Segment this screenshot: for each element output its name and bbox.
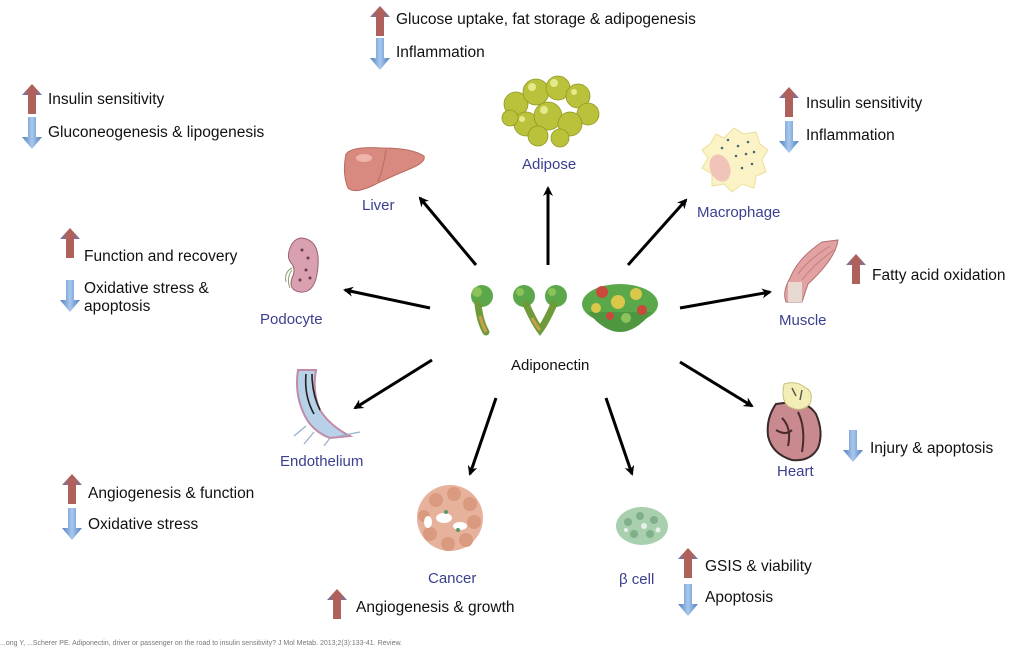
up-arrow-icon bbox=[846, 254, 866, 284]
trimer-icon bbox=[513, 285, 567, 336]
hmw-complex-icon bbox=[582, 284, 658, 332]
podocyte-label: Podocyte bbox=[260, 311, 323, 328]
macrophage-icon bbox=[701, 127, 769, 193]
macrophage-up-effect: Insulin sensitivity bbox=[806, 95, 923, 112]
kidney-podocyte-icon bbox=[285, 237, 319, 293]
arrow-to-beta-cell bbox=[604, 397, 635, 476]
arrow-to-heart bbox=[679, 360, 754, 408]
up-arrow-icon bbox=[60, 228, 80, 258]
down-arrow-icon bbox=[843, 430, 863, 462]
adipose-cells-icon bbox=[501, 75, 600, 148]
cancer-cell-cluster-icon bbox=[417, 485, 483, 551]
up-arrow-icon bbox=[370, 6, 390, 36]
up-arrow-icon bbox=[327, 589, 347, 619]
down-arrow-icon bbox=[779, 121, 799, 153]
beta-cell-label: β cell bbox=[619, 571, 655, 588]
arrow-to-cancer bbox=[467, 397, 498, 476]
arrow-to-liver bbox=[418, 196, 478, 266]
liver-up-effect: Insulin sensitivity bbox=[48, 91, 165, 108]
up-arrow-icon bbox=[22, 84, 42, 114]
beta-cell-up-effect: GSIS & viability bbox=[705, 558, 812, 575]
up-arrow-icon bbox=[678, 548, 698, 578]
arrow-to-macrophage bbox=[626, 198, 688, 266]
podocyte-down-effect: Oxidative stress & apoptosis bbox=[84, 280, 209, 315]
endothelium-vessel-icon bbox=[293, 369, 361, 446]
muscle-icon bbox=[784, 239, 839, 303]
adipose-down-effect: Inflammation bbox=[396, 44, 485, 61]
adiponectin-structures-icon bbox=[471, 284, 658, 336]
macrophage-label: Macrophage bbox=[697, 204, 781, 221]
arrow-to-endothelium bbox=[353, 358, 433, 410]
heart-icon bbox=[766, 382, 822, 462]
endothelium-up-effect: Angiogenesis & function bbox=[88, 485, 255, 502]
muscle-up-effect: Fatty acid oxidation bbox=[872, 267, 1006, 284]
podocyte-up-effect: Function and recovery bbox=[84, 248, 238, 265]
adipose-up-effect: Glucose uptake, fat storage & adipogenes… bbox=[396, 11, 696, 28]
arrow-to-podocyte bbox=[343, 286, 431, 310]
cancer-label: Cancer bbox=[428, 570, 477, 587]
down-arrow-icon bbox=[678, 584, 698, 616]
beta-cell-down-effect: Apoptosis bbox=[705, 589, 774, 606]
liver-down-effect: Gluconeogenesis & lipogenesis bbox=[48, 124, 265, 141]
muscle-label: Muscle bbox=[779, 312, 827, 329]
adipose-label: Adipose bbox=[522, 156, 577, 173]
endothelium-down-effect: Oxidative stress bbox=[88, 516, 199, 533]
endothelium-label: Endothelium bbox=[280, 453, 364, 470]
up-arrow-icon bbox=[779, 87, 799, 117]
liver-icon bbox=[343, 147, 425, 192]
macrophage-down-effect: Inflammation bbox=[806, 127, 895, 144]
monomer-icon bbox=[471, 285, 493, 336]
down-arrow-icon bbox=[62, 508, 82, 540]
beta-cell-islet-icon bbox=[616, 507, 668, 545]
adiponectin-label: Adiponectin bbox=[511, 357, 590, 374]
heart-label: Heart bbox=[777, 463, 814, 480]
arrow-to-muscle bbox=[679, 288, 772, 310]
down-arrow-icon bbox=[60, 280, 80, 312]
heart-down-effect: Injury & apoptosis bbox=[870, 440, 994, 457]
cancer-up-effect: Angiogenesis & growth bbox=[356, 599, 515, 616]
up-arrow-icon bbox=[62, 474, 82, 504]
source-citation: ...ong Y, ...Scherer PE. Adiponectin, dr… bbox=[0, 640, 403, 647]
liver-label: Liver bbox=[362, 197, 395, 214]
down-arrow-icon bbox=[370, 38, 390, 70]
down-arrow-icon bbox=[22, 117, 42, 149]
